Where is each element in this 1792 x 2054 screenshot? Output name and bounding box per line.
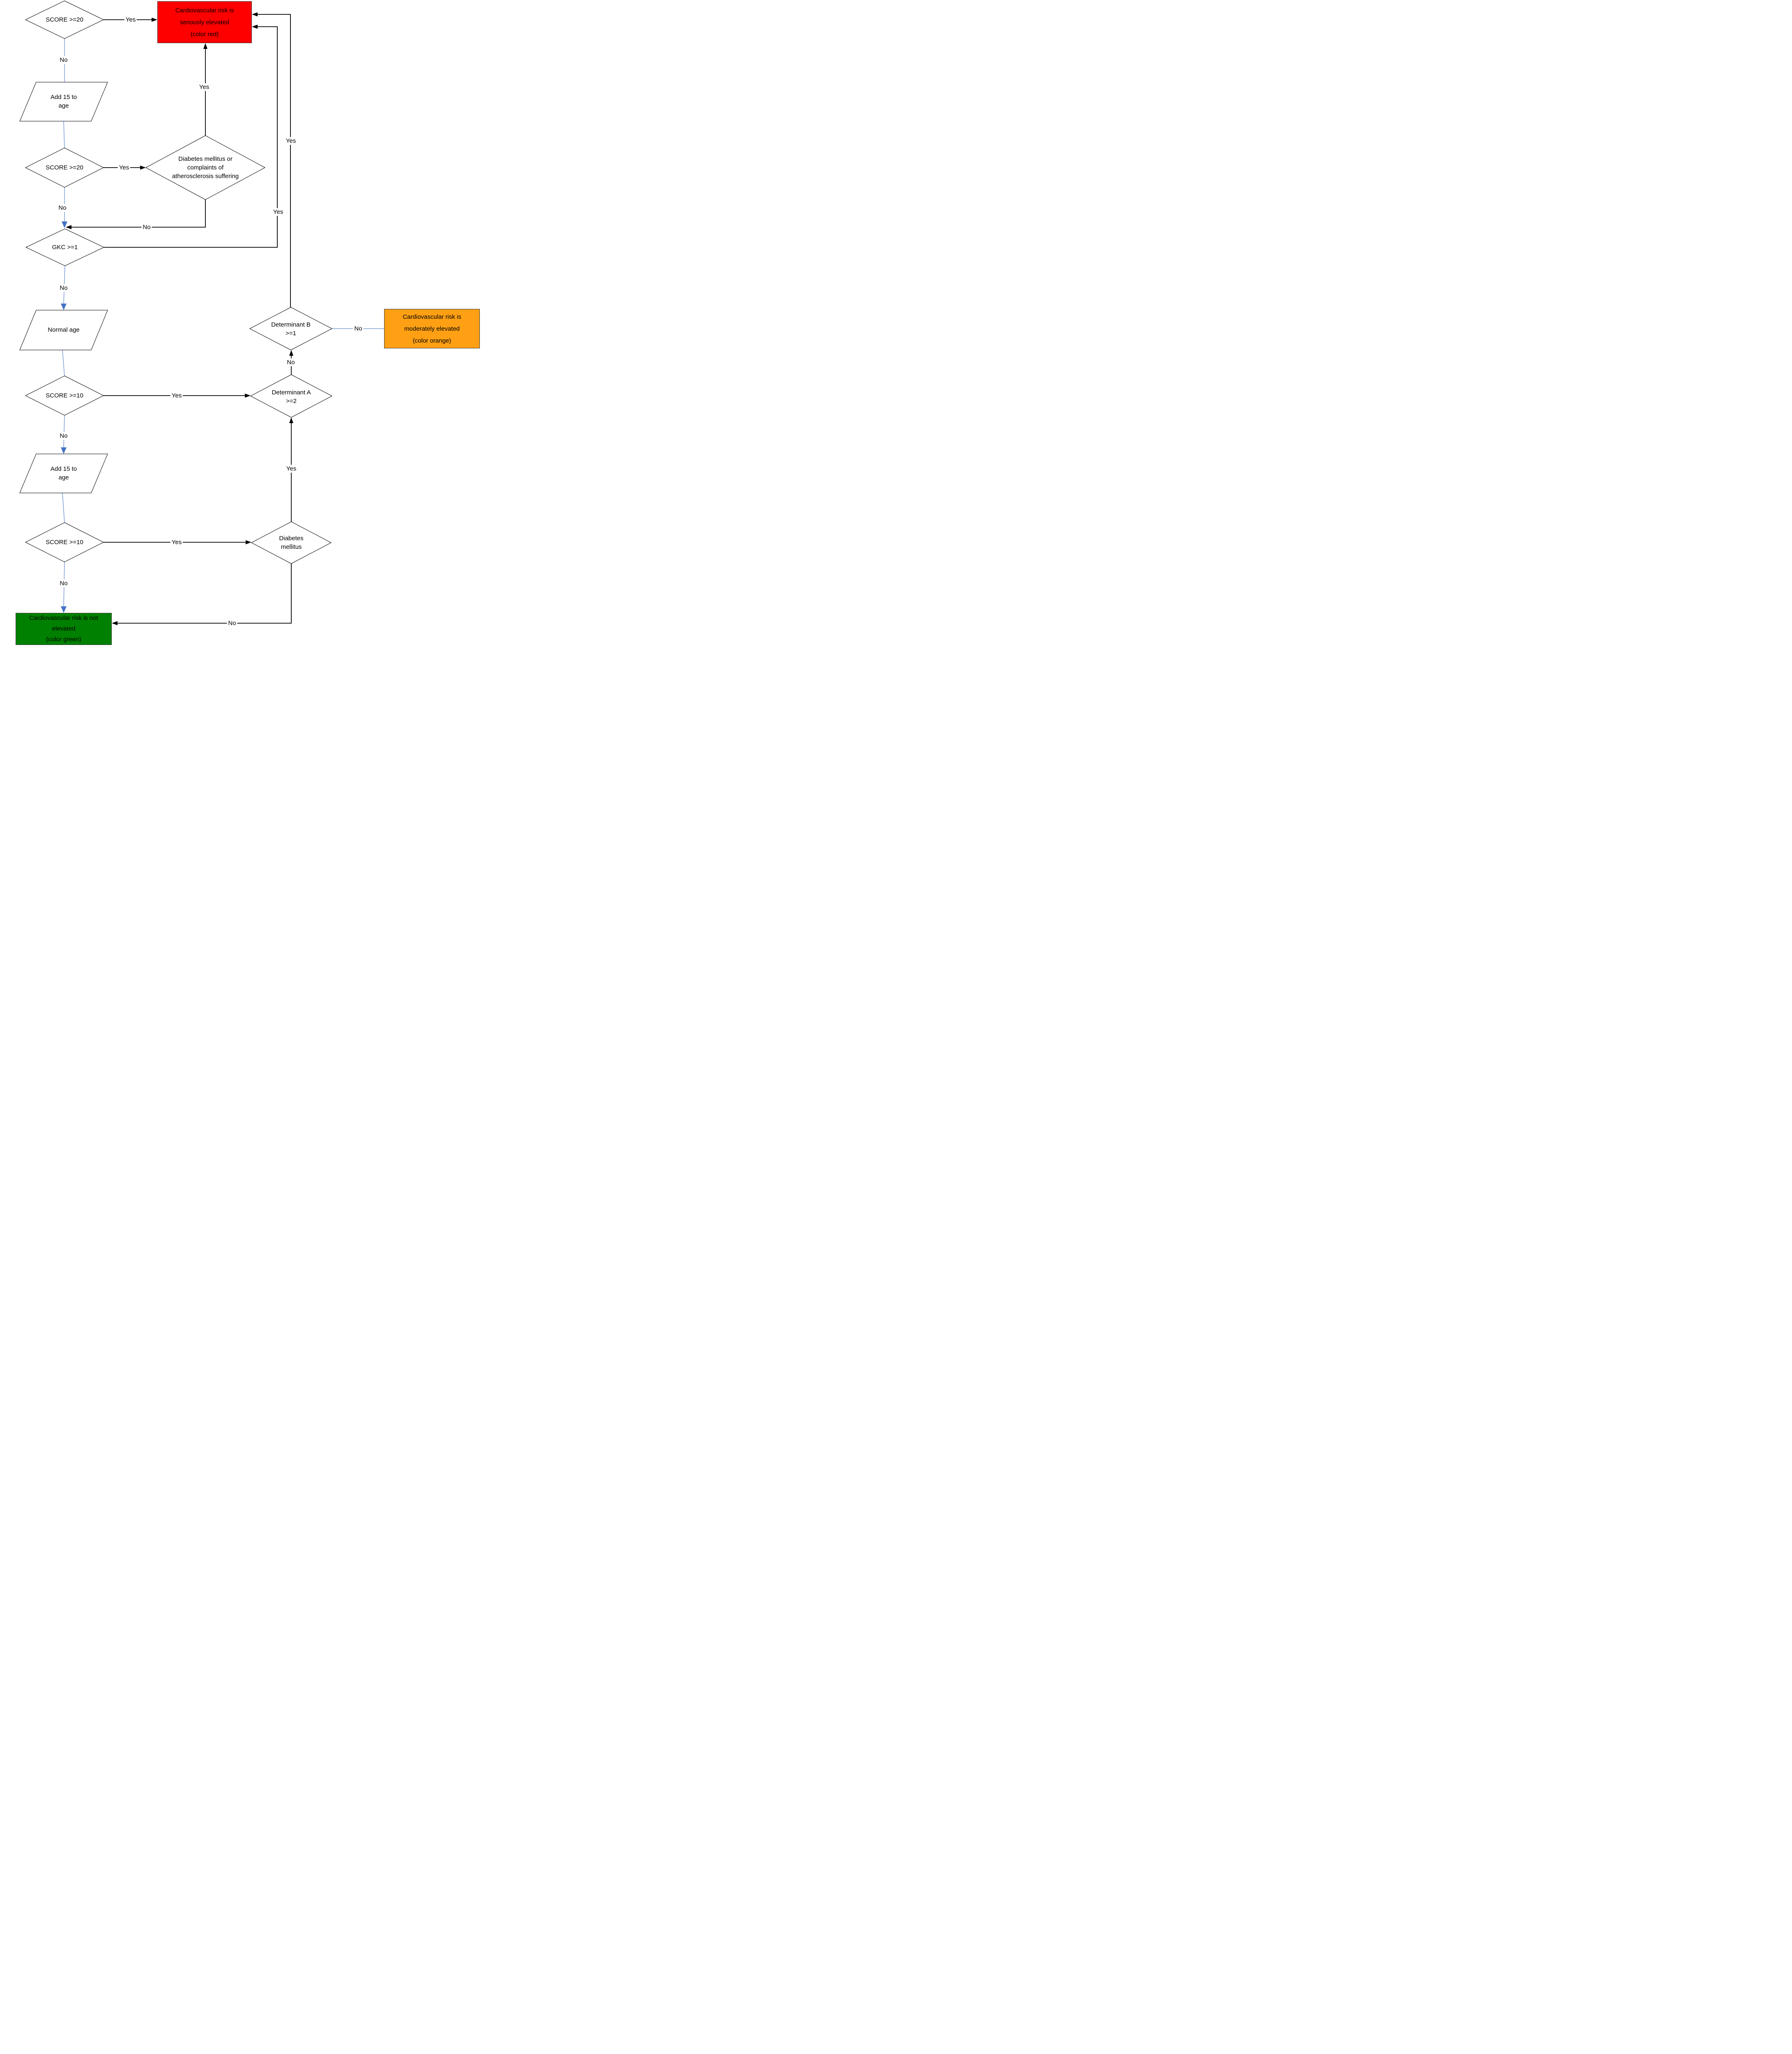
edge-label-s2-yes: Yes: [117, 163, 131, 172]
score-ge20-top-diamond: [25, 0, 104, 39]
arrowhead-into-gkc-top: [66, 225, 71, 229]
edge-label-diab-yes: Yes: [198, 83, 211, 91]
normal-age-parallelogram: [19, 310, 108, 350]
edge-label-deta-no: No: [286, 358, 296, 366]
edge-label-diabm-yes: Yes: [285, 465, 298, 473]
edge-label-s4-no: No: [58, 579, 69, 587]
edge-label-gkc-yes: Yes: [272, 208, 285, 216]
black-arrowheads: [66, 12, 293, 625]
edge-label-diabm-no: No: [227, 619, 237, 627]
edge-diabetes-mellitus-no-to-green: [117, 564, 292, 624]
edge-label-s1-yes: Yes: [124, 16, 137, 24]
risk-green-box: Cardiovascular risk is not elevated (col…: [16, 613, 112, 645]
arrowhead-into-determinant-a-left: [245, 394, 251, 398]
black-edges: [71, 14, 292, 624]
risk-red-box: Cardiovascular risk is seriously elevate…: [157, 1, 252, 43]
risk-orange-box: Cardiovascular risk is moderately elevat…: [384, 309, 480, 348]
arrowhead-into-diabetes-athero: [140, 166, 146, 170]
blue-arrowhead-into-gkc: [62, 221, 67, 228]
node-shapes: [19, 0, 333, 564]
blue-arrowhead-into-add15-2: [61, 447, 67, 454]
add15-age-2-parallelogram: [19, 454, 108, 493]
edge-label-gkc-no: No: [58, 284, 69, 292]
edge-label-s3-yes: Yes: [170, 391, 183, 400]
edge-normal-age-to-s3: [62, 350, 65, 376]
arrowhead-into-green-right: [112, 621, 117, 625]
edge-label-s2-no: No: [57, 204, 68, 212]
diabetes-mellitus-diamond: [251, 521, 332, 564]
edge-label-s1-no: No: [58, 56, 69, 64]
add15-age-1-parallelogram: [19, 82, 108, 122]
blue-edges: [62, 39, 384, 607]
diabetes-athero-diamond: [145, 135, 266, 200]
arrowhead-into-diabetes-mellitus: [246, 540, 251, 544]
gkc-ge1-diamond: [25, 228, 105, 266]
edge-add15-2-to-s4: [62, 493, 65, 523]
determinant-a-diamond: [250, 374, 333, 418]
arrowhead-into-red-left: [152, 18, 157, 22]
score-ge20-mid-diamond: [25, 147, 104, 188]
blue-arrowheads: [61, 221, 67, 613]
edge-label-diab-no: No: [141, 223, 152, 231]
edge-determinant-b-yes-to-red: [258, 14, 291, 307]
edge-label-s3-no: No: [58, 432, 69, 440]
edge-diabetes-athero-no-to-gkc: [71, 200, 206, 228]
arrowhead-into-determinant-a-bottom: [289, 417, 293, 423]
arrowhead-into-determinant-b-bottom: [289, 350, 293, 356]
determinant-b-diamond: [249, 307, 333, 350]
flowchart-canvas: Cardiovascular risk is seriously elevate…: [0, 0, 498, 647]
arrowhead-into-red-right-upper: [252, 12, 258, 16]
edge-label-s4-yes: Yes: [170, 538, 183, 546]
arrowhead-into-red-bottom: [203, 43, 207, 49]
flowchart-connectors-svg: [19, 0, 384, 625]
blue-arrowhead-into-normal-age: [61, 304, 67, 310]
score-ge10-bottom-diamond: [25, 522, 104, 562]
edge-label-detb-no: No: [353, 325, 364, 333]
arrowhead-into-red-right-lower: [252, 25, 258, 29]
score-ge10-mid-diamond: [25, 375, 104, 416]
blue-arrowhead-into-green: [61, 606, 67, 613]
edge-label-detb-yes: Yes: [284, 137, 297, 145]
edge-gkc-yes-to-red: [104, 26, 278, 248]
